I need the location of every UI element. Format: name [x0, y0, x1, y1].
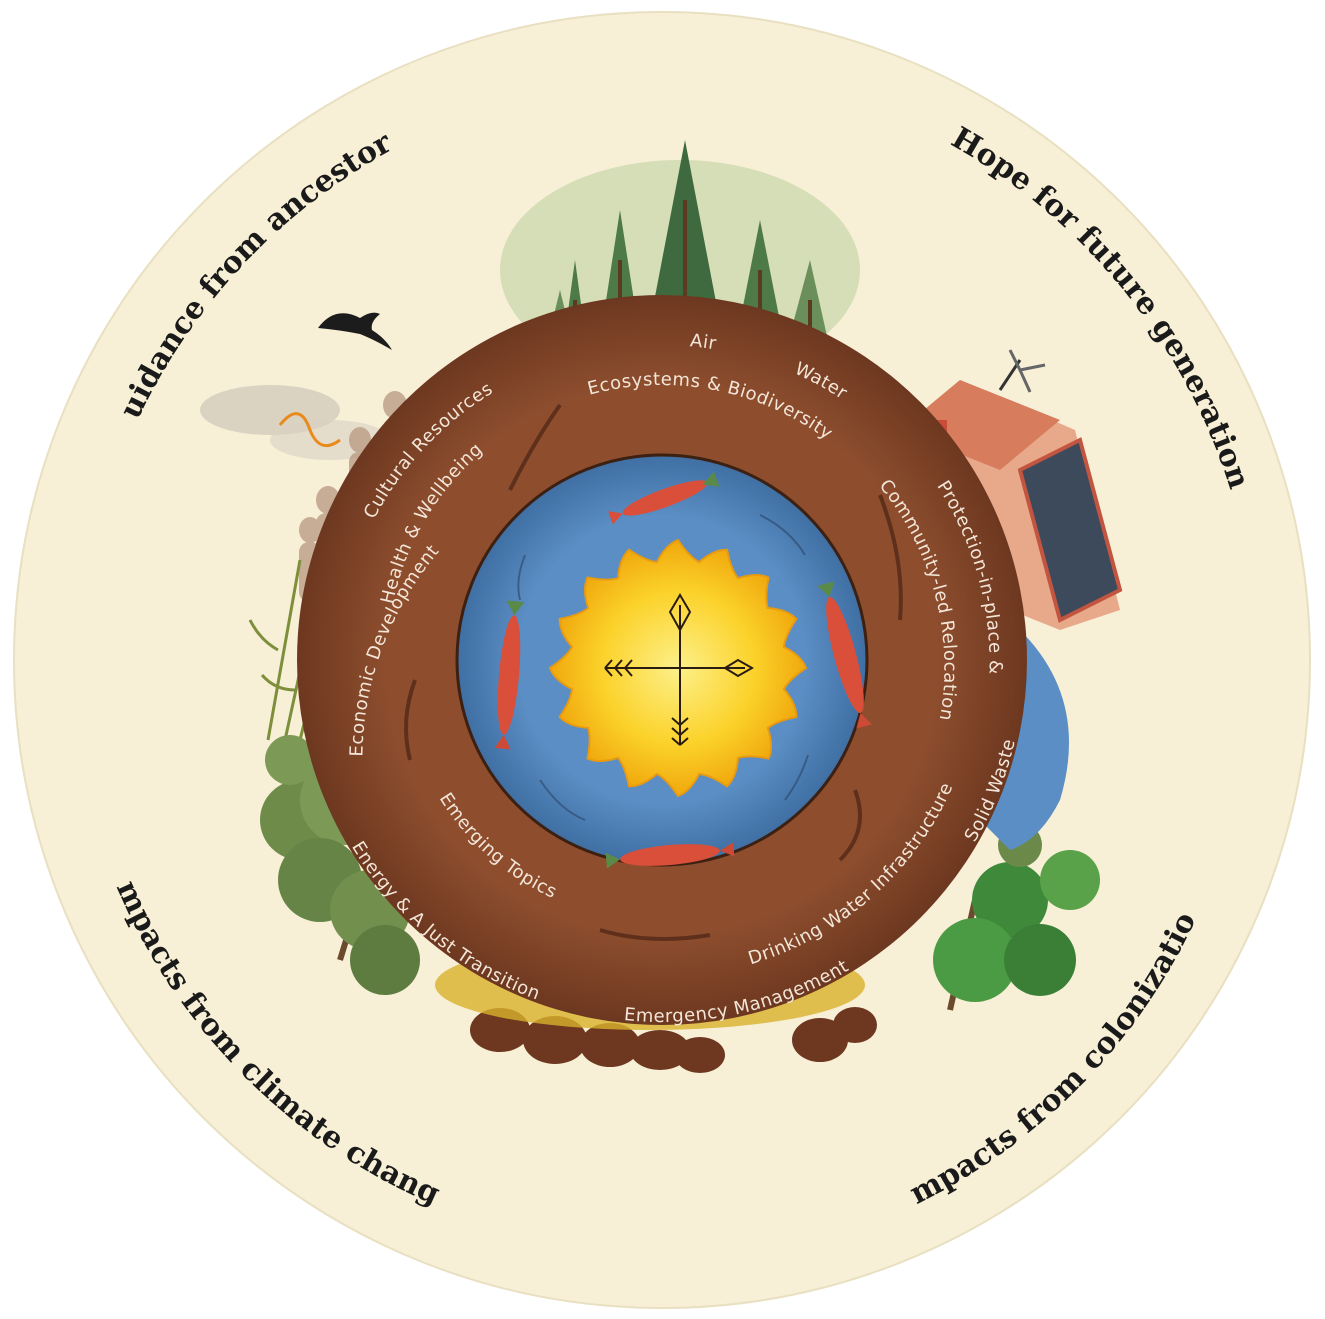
- topic-air: Air: [689, 330, 718, 354]
